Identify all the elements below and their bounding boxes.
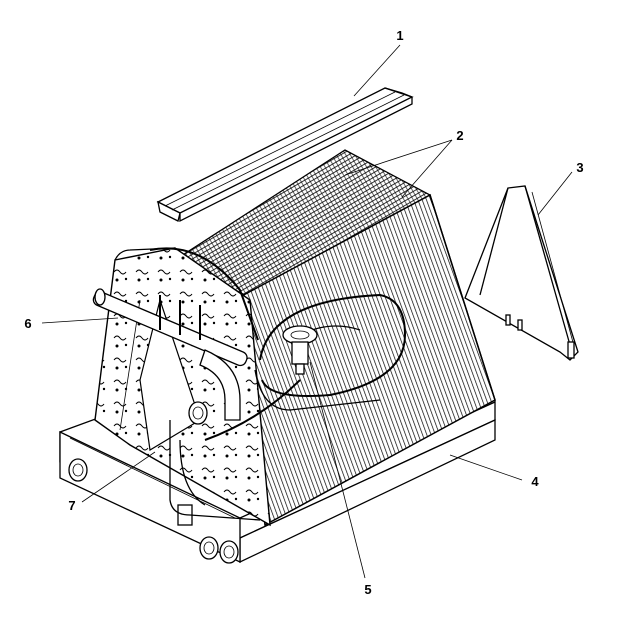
callout-7: 7 — [68, 498, 75, 513]
refrigerant-tubing — [149, 247, 407, 521]
callout-2: 2 — [456, 128, 463, 143]
leader-lines — [41, 44, 573, 579]
callout-labels: 1 2 3 4 5 6 7 — [24, 28, 583, 597]
leader-5 — [309, 361, 366, 579]
callout-1: 1 — [396, 28, 403, 43]
header-pipe — [92, 288, 248, 425]
drain-fitting-left — [68, 458, 88, 482]
expansion-valve — [282, 325, 318, 375]
leader-3 — [537, 171, 573, 216]
callout-4: 4 — [531, 474, 539, 489]
callout-3: 3 — [576, 160, 583, 175]
leader-6 — [41, 317, 119, 324]
leader-2b — [401, 139, 453, 198]
top-cover-plate — [156, 87, 414, 223]
drain-fitting-front-2 — [219, 540, 239, 564]
leader-7 — [81, 451, 156, 503]
drain-fitting-front-1 — [199, 536, 219, 560]
side-baffle-plate — [464, 185, 579, 361]
callout-5: 5 — [364, 582, 371, 597]
leader-2a — [344, 139, 453, 176]
leader-4 — [449, 454, 523, 481]
callout-6: 6 — [24, 316, 31, 331]
leader-1 — [353, 44, 401, 97]
